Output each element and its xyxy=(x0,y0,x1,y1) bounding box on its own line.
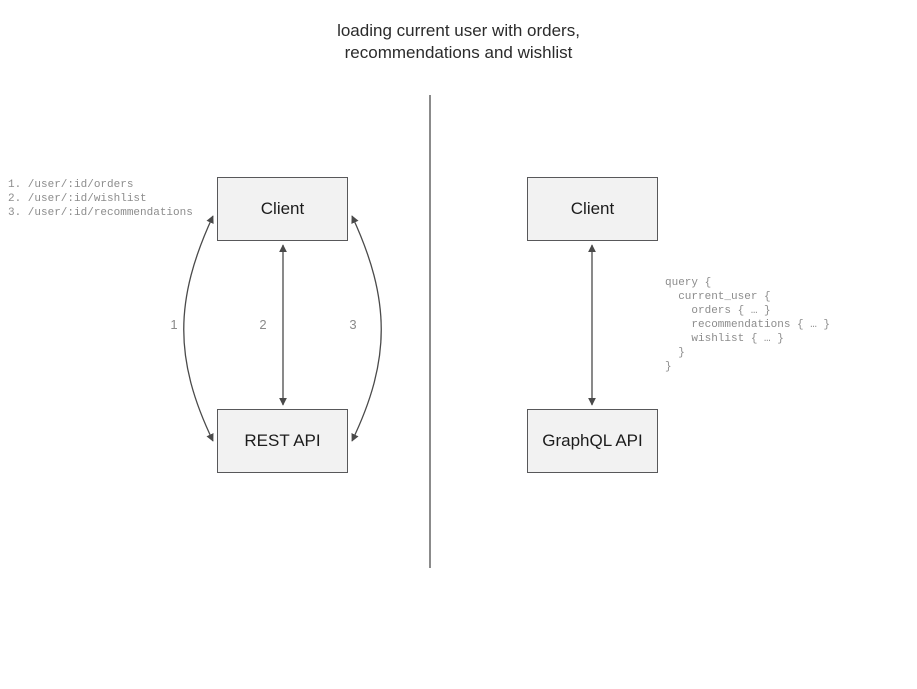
node-graphql-api[interactable]: GraphQL API xyxy=(527,409,658,473)
graphql-query-snippet: query { current_user { orders { … } reco… xyxy=(665,277,831,373)
edge-label-2: 2 xyxy=(259,317,267,332)
rest-endpoint-list: 1. /user/:id/orders 2. /user/:id/wishlis… xyxy=(8,179,193,219)
node-rest-api[interactable]: REST API xyxy=(217,409,348,473)
edge-label-1: 1 xyxy=(170,317,178,332)
edge-3-path xyxy=(351,215,382,442)
edge-1-path xyxy=(183,215,214,442)
page-title: loading current user with orders, recomm… xyxy=(337,21,580,62)
node-client-graphql[interactable]: Client xyxy=(527,177,658,241)
edge-label-3: 3 xyxy=(349,317,357,332)
node-client-rest[interactable]: Client xyxy=(217,177,348,241)
